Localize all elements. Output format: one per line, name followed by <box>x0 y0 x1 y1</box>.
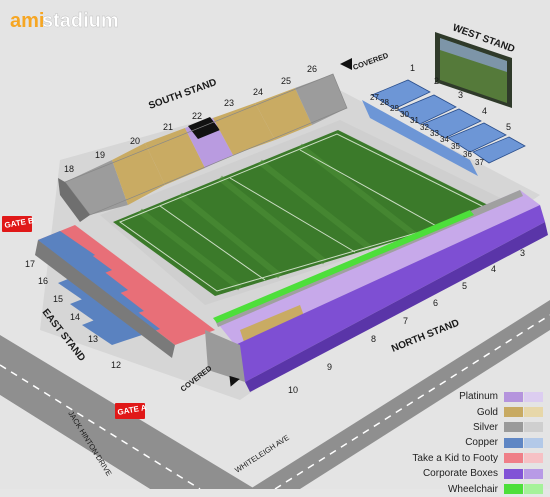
legend-swatch <box>524 453 543 464</box>
section-label: 9 <box>327 362 332 372</box>
box-label: 35 <box>451 142 460 151</box>
legend-swatch <box>504 484 523 495</box>
section-label: 5 <box>462 281 467 291</box>
east-stand-seating <box>35 225 215 358</box>
box-label: 36 <box>463 150 472 159</box>
legend-label: Copper <box>465 437 498 449</box>
section-label: 18 <box>64 164 74 174</box>
section-label: 15 <box>53 294 63 304</box>
section-label: 20 <box>130 136 140 146</box>
legend-item-wheelchair: Wheelchair <box>378 481 543 496</box>
legend-item-silver: Silver <box>378 420 543 435</box>
section-label: 4 <box>491 264 496 274</box>
box-label: 37 <box>475 158 484 167</box>
north-stand-seating <box>205 190 548 392</box>
legend-swatch <box>504 468 523 479</box>
legend-swatch <box>524 422 543 433</box>
section-label: 22 <box>192 111 202 121</box>
legend-item-gold: Gold <box>378 404 543 419</box>
scoreboard <box>435 32 512 108</box>
brand-stadium: stadium <box>42 10 119 32</box>
box-label: 31 <box>410 116 419 125</box>
section-label: 25 <box>281 76 291 86</box>
section-label: 3 <box>458 90 463 100</box>
section-label: 19 <box>95 150 105 160</box>
section-label: 2 <box>434 76 439 86</box>
section-label: 26 <box>307 64 317 74</box>
legend-label: Silver <box>472 421 498 433</box>
gate-a-marker <box>115 403 145 419</box>
legend-swatch <box>504 407 523 418</box>
section-label: 1 <box>410 63 415 73</box>
legend: Platinum Gold Silver Copper Take a Kid t… <box>378 389 543 497</box>
section-label: 4 <box>482 106 487 116</box>
section-label: 21 <box>163 122 173 132</box>
south-stand-seating <box>58 73 348 222</box>
legend-item-platinum: Platinum <box>378 389 543 404</box>
box-label: 34 <box>440 135 449 144</box>
section-label: 5 <box>506 122 511 132</box>
legend-swatch <box>504 422 523 433</box>
legend-label: Take a Kid to Footy <box>412 452 498 464</box>
legend-label: Gold <box>476 406 498 418</box>
section-label: 12 <box>111 360 121 370</box>
legend-label: Platinum <box>459 391 498 403</box>
box-label: 30 <box>400 110 409 119</box>
legend-item-copper: Copper <box>378 435 543 450</box>
section-label: 23 <box>224 98 234 108</box>
legend-swatch <box>504 437 523 448</box>
section-label: 24 <box>253 87 263 97</box>
legend-swatch <box>524 468 543 479</box>
gate-b-marker <box>2 216 32 232</box>
section-label: 16 <box>38 276 48 286</box>
legend-swatch <box>524 484 543 495</box>
section-label: 6 <box>433 298 438 308</box>
legend-swatch <box>524 437 543 448</box>
section-label: 13 <box>88 334 98 344</box>
box-label: 28 <box>380 98 389 107</box>
legend-label: Wheelchair <box>447 483 498 495</box>
box-label: 29 <box>390 104 399 113</box>
section-label: 14 <box>70 312 80 322</box>
covered-top-arrow <box>340 58 352 70</box>
legend-swatch <box>504 391 523 402</box>
covered-bottom-arrow <box>229 375 240 387</box>
legend-swatch <box>504 453 523 464</box>
legend-swatch <box>524 407 543 418</box>
section-label: 8 <box>371 334 376 344</box>
legend-item-take-a-kid: Take a Kid to Footy <box>378 451 543 466</box>
box-label: 27 <box>370 93 379 102</box>
pitch <box>113 130 498 296</box>
west-stand-seating <box>362 79 526 176</box>
brand-ami: ami <box>10 10 44 32</box>
section-label: 10 <box>288 385 298 395</box>
legend-item-corporate-boxes: Corporate Boxes <box>378 466 543 481</box>
section-label: 17 <box>25 259 35 269</box>
box-label: 33 <box>430 129 439 138</box>
section-label: 7 <box>403 316 408 326</box>
legend-swatch <box>524 391 543 402</box>
box-label: 32 <box>420 123 429 132</box>
section-label: 3 <box>520 248 525 258</box>
legend-label: Corporate Boxes <box>422 468 498 480</box>
